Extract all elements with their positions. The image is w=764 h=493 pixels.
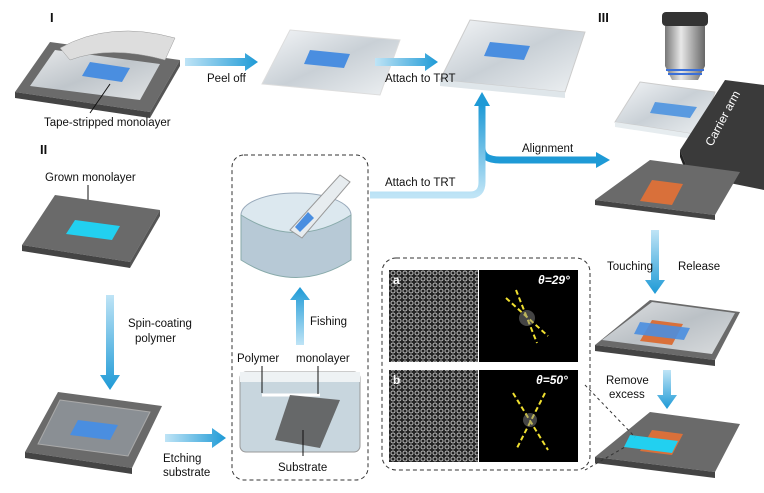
label-spin-coating-polymer: polymer — [135, 333, 176, 345]
label-substrate: Substrate — [278, 462, 327, 474]
label-remove: Remove — [606, 375, 649, 387]
label-monolayer: monolayer — [296, 353, 350, 365]
tem-panel-b — [389, 370, 578, 462]
arrow-peel-off — [185, 53, 258, 71]
arrow-touching-release — [645, 230, 665, 294]
petri-dish — [240, 174, 352, 278]
label-spin-coating: Spin-coating — [128, 318, 192, 330]
tape-stripped-plate — [15, 30, 180, 118]
label-etching-substrate: substrate — [163, 467, 210, 479]
tem-panel-a — [389, 270, 578, 362]
stamp-glass — [614, 81, 716, 140]
grown-monolayer-plate — [22, 195, 160, 268]
arrow-alignment — [596, 152, 610, 168]
label-grown-monolayer: Grown monolayer — [45, 172, 136, 184]
arrow-spin-coating — [100, 295, 120, 390]
carrier-arm: Carrier arm — [680, 80, 764, 190]
arrow-remove-excess — [657, 370, 677, 409]
label-peel-off: Peel off — [207, 73, 247, 85]
label-release: Release — [678, 261, 720, 273]
tem-box — [381, 257, 591, 471]
label-attach-to-trt-bottom: Attach to TRT — [385, 177, 456, 189]
tem-panel-b-label: b — [393, 373, 400, 387]
tem-theta-b: θ=50° — [536, 373, 568, 387]
section-label-III: III — [598, 10, 609, 25]
label-fishing: Fishing — [310, 316, 347, 328]
etching-beaker — [239, 371, 361, 453]
label-alignment: Alignment — [522, 143, 574, 155]
arrow-etching — [165, 428, 226, 448]
objective-lens — [662, 12, 708, 80]
target-substrate — [595, 160, 740, 220]
fishing-box — [231, 154, 369, 481]
label-tape-stripped-monolayer: Tape-stripped monolayer — [44, 117, 171, 129]
label-remove-excess: excess — [609, 389, 645, 401]
label-etching: Etching — [163, 453, 201, 465]
label-touching: Touching — [607, 261, 653, 273]
section-label-II: II — [40, 142, 47, 157]
trt-glass — [439, 19, 586, 98]
peeled-film-glass — [261, 29, 401, 96]
label-polymer: Polymer — [237, 353, 279, 365]
arrow-attach-trt-bottom — [474, 92, 490, 106]
arrow-attach-trt-top — [375, 53, 438, 71]
stacked-plate — [595, 300, 740, 366]
section-label-I: I — [50, 10, 54, 25]
final-heterostructure-plate — [595, 412, 740, 478]
label-attach-to-trt-top: Attach to TRT — [385, 73, 456, 85]
tem-panel-a-label: a — [393, 273, 400, 287]
polymer-coated-plate — [25, 392, 162, 474]
arrow-fishing — [290, 287, 310, 345]
tem-theta-a: θ=29° — [538, 273, 570, 287]
